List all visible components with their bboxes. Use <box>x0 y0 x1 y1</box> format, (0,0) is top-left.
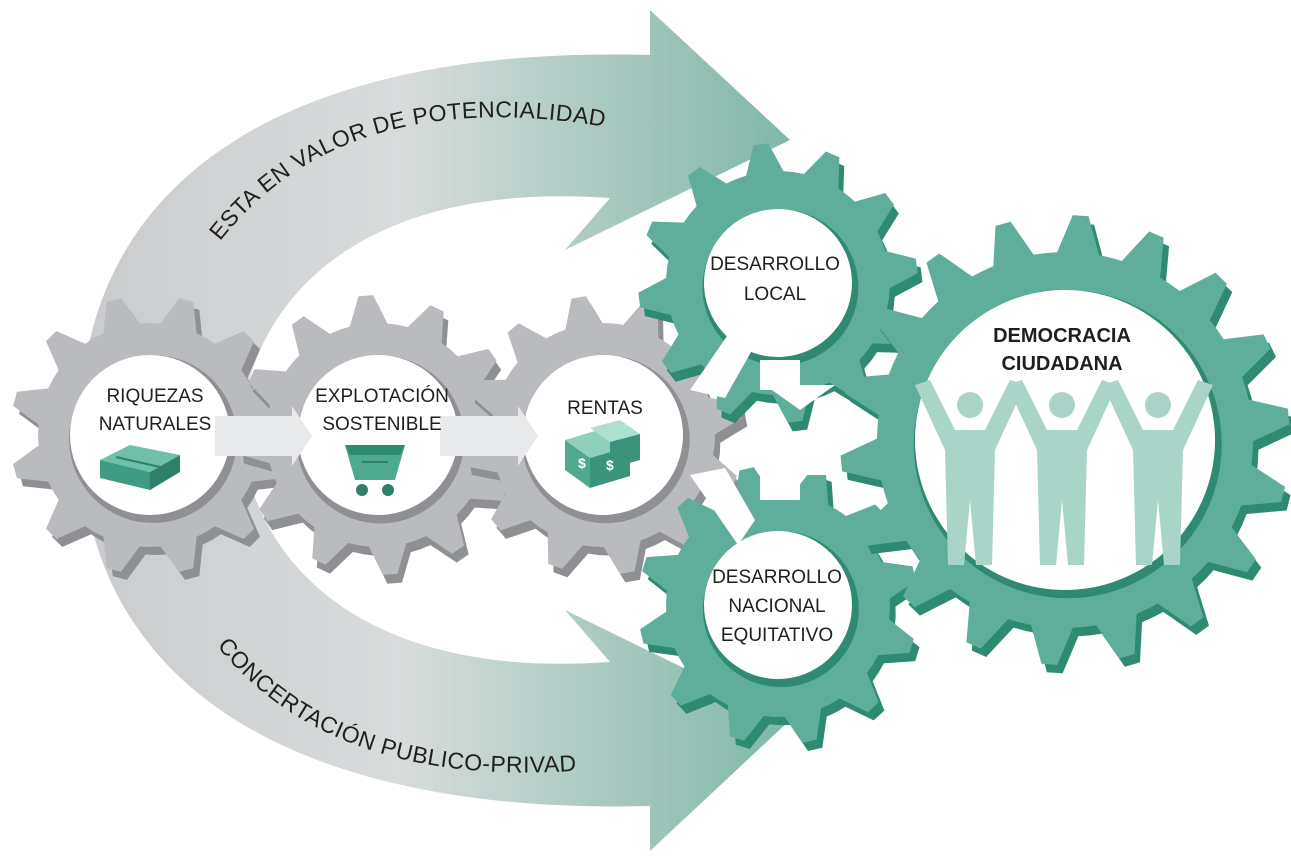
gear-hub <box>704 531 852 679</box>
connector-bar-2 <box>440 416 520 456</box>
label-desarrollo-nacional-line2: NACIONAL <box>728 596 825 617</box>
label-riquezas-line1: RIQUEZAS <box>106 386 203 407</box>
people-group-icon <box>915 380 1213 565</box>
gear-hub <box>298 355 458 515</box>
gear-hub <box>70 355 230 515</box>
money-stack-icon: $ $ <box>565 420 640 488</box>
gear-desarrollo-nacional <box>640 467 922 752</box>
label-desarrollo-nacional-line1: DESARROLLO <box>712 567 842 588</box>
label-desarrollo-local-line2: LOCAL <box>744 284 806 305</box>
label-riquezas-line2: NATURALES <box>99 414 212 435</box>
connector-bar-1 <box>215 416 295 456</box>
label-desarrollo-nacional-line3: EQUITATIVO <box>721 625 833 646</box>
gold-bar-icon <box>100 445 180 490</box>
label-rentas: RENTAS <box>567 398 643 419</box>
gear-hub <box>704 209 852 357</box>
label-explotacion-line1: EXPLOTACIÓN <box>315 385 449 407</box>
label-democracia-line2: CIUDADANA <box>1001 353 1122 375</box>
connector-arrowhead-1 <box>292 406 312 466</box>
label-desarrollo-local-line1: DESARROLLO <box>710 254 840 275</box>
svg-text:$: $ <box>578 455 586 471</box>
mine-cart-icon <box>345 445 405 496</box>
label-democracia-line1: DEMOCRACIA <box>993 325 1131 347</box>
label-explotacion-line2: SOSTENIBLE <box>322 414 441 435</box>
split-arrows <box>690 320 835 545</box>
top-curved-arrow <box>80 10 790 430</box>
svg-text:$: $ <box>606 457 614 473</box>
connector-arrowhead-2 <box>518 406 538 466</box>
gear-explotacion-sostenible <box>238 295 523 584</box>
